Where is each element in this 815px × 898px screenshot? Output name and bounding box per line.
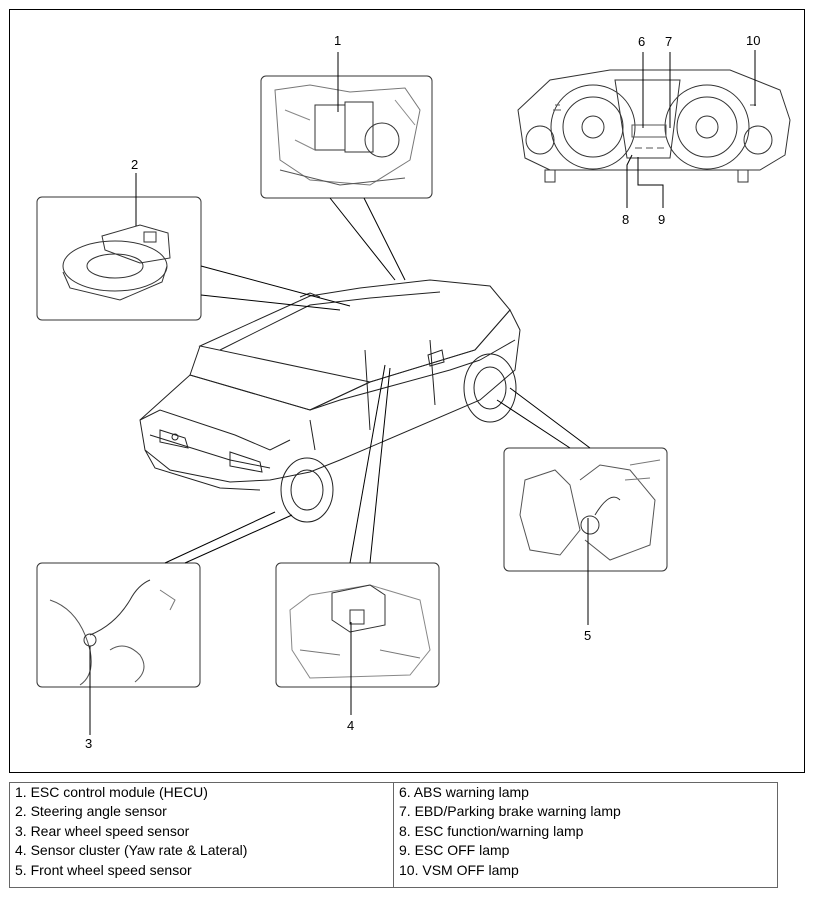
- legend-left-column: 1. ESC control module (HECU) 2. Steering…: [9, 782, 394, 888]
- callout-10: 10: [746, 33, 761, 48]
- esc-component-diagram: 1 2 3 4 5 6 7 8 9 10: [9, 9, 805, 773]
- legend-item-10: 10. VSM OFF lamp: [399, 861, 519, 878]
- legend-item-9: 9. ESC OFF lamp: [399, 842, 510, 859]
- instrument-cluster: [517, 69, 791, 183]
- legend-item-7: 7. EBD/Parking brake warning lamp: [399, 803, 621, 820]
- legend-item-1: 1. ESC control module (HECU): [15, 784, 208, 800]
- legend-item-4: 4. Sensor cluster (Yaw rate & Lateral): [15, 842, 248, 859]
- panel-steering-sensor: [36, 196, 351, 321]
- callout-1: 1: [334, 33, 342, 48]
- panel-sensor-cluster: [275, 364, 440, 715]
- diagram-artwork: [36, 50, 791, 735]
- callout-6: 6: [638, 34, 646, 49]
- callout-8: 8: [622, 212, 630, 227]
- callout-4: 4: [347, 718, 355, 733]
- callout-3: 3: [85, 736, 93, 751]
- legend-item-6: 6. ABS warning lamp: [399, 784, 529, 800]
- legend-row: 1. ESC control module (HECU) 2. Steering…: [9, 782, 778, 888]
- legend-item-2: 2. Steering angle sensor: [15, 803, 167, 820]
- legend-right-column: 6. ABS warning lamp 7. EBD/Parking brake…: [393, 782, 778, 888]
- legend-item-8: 8. ESC function/warning lamp: [399, 822, 584, 839]
- panel-esc-module: [260, 75, 433, 281]
- cluster-leaders: [626, 50, 756, 208]
- panel-rear-wheel-sensor: [36, 511, 293, 735]
- car-illustration: [139, 279, 521, 523]
- callout-2: 2: [131, 157, 139, 172]
- callout-9: 9: [658, 212, 666, 227]
- leaders-top: [135, 52, 339, 226]
- legend-item-5: 5. Front wheel speed sensor: [15, 861, 192, 878]
- legend-table: 1. ESC control module (HECU) 2. Steering…: [9, 782, 778, 888]
- panel-front-wheel-sensor: [496, 387, 668, 625]
- legend-item-3: 3. Rear wheel speed sensor: [15, 822, 190, 839]
- callout-7: 7: [665, 34, 673, 49]
- callout-5: 5: [584, 628, 592, 643]
